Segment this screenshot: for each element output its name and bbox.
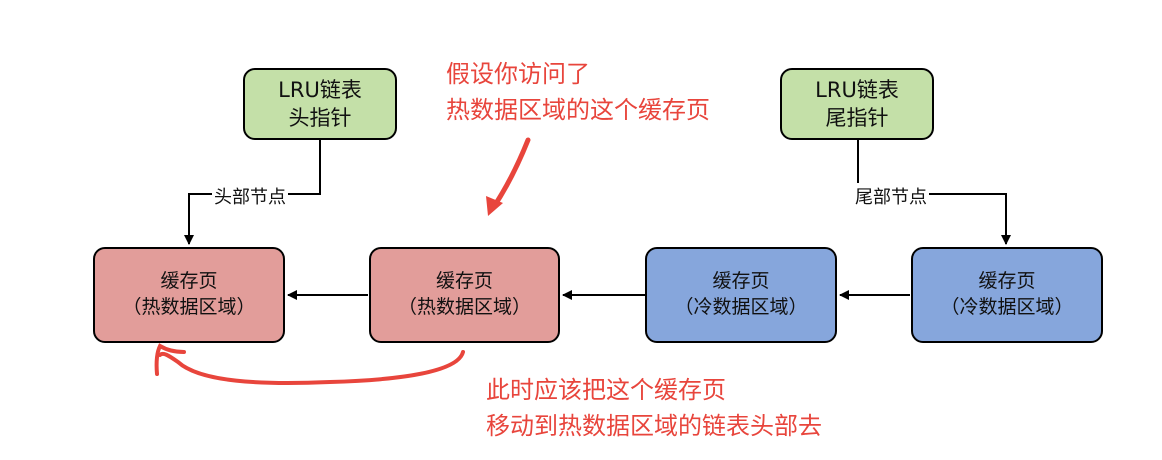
- tail-pointer-line2: 尾指针: [825, 106, 889, 130]
- access-note: 假设你访问了 热数据区域的这个缓存页: [446, 56, 710, 128]
- cache-page-region: （热数据区域）: [397, 296, 531, 318]
- cache-page-region: （冷数据区域）: [940, 296, 1074, 318]
- tail-node-label: 尾部节点: [853, 183, 929, 209]
- access-pointer-arrow: [490, 137, 531, 211]
- tail-pointer-arrow: [857, 140, 1011, 245]
- cache-page-cold-1: 缓存页 （冷数据区域）: [645, 247, 837, 343]
- cache-page-title: 缓存页: [978, 270, 1036, 293]
- move-note-line1: 此时应该把这个缓存页: [486, 376, 726, 404]
- cache-page-region: （热数据区域）: [122, 296, 256, 318]
- move-arrowhead: [154, 343, 186, 376]
- cache-page-title: 缓存页: [435, 270, 493, 293]
- head-pointer-box: LRU链表 头指针: [243, 68, 397, 140]
- head-pointer-line1: LRU链表: [278, 77, 362, 102]
- cache-page-cold-2: 缓存页 （冷数据区域）: [911, 247, 1103, 343]
- head-node-label: 头部节点: [212, 183, 288, 209]
- tail-pointer-line1: LRU链表: [815, 77, 899, 102]
- cache-page-hot-1: 缓存页 （热数据区域）: [93, 247, 285, 343]
- move-note-line2: 移动到热数据区域的链表头部去: [486, 412, 822, 440]
- cache-page-region: （冷数据区域）: [674, 296, 808, 318]
- cache-page-hot-2: 缓存页 （热数据区域）: [369, 247, 560, 343]
- access-pointer-arrowhead: [486, 196, 503, 216]
- tail-pointer-box: LRU链表 尾指针: [780, 68, 934, 140]
- head-pointer-line2: 头指针: [288, 106, 352, 130]
- access-note-line2: 热数据区域的这个缓存页: [446, 96, 710, 124]
- cache-page-title: 缓存页: [712, 270, 770, 293]
- access-note-line1: 假设你访问了: [446, 60, 590, 88]
- move-arrow: [158, 350, 465, 385]
- move-note: 此时应该把这个缓存页 移动到热数据区域的链表头部去: [486, 372, 822, 444]
- cache-page-title: 缓存页: [160, 270, 218, 293]
